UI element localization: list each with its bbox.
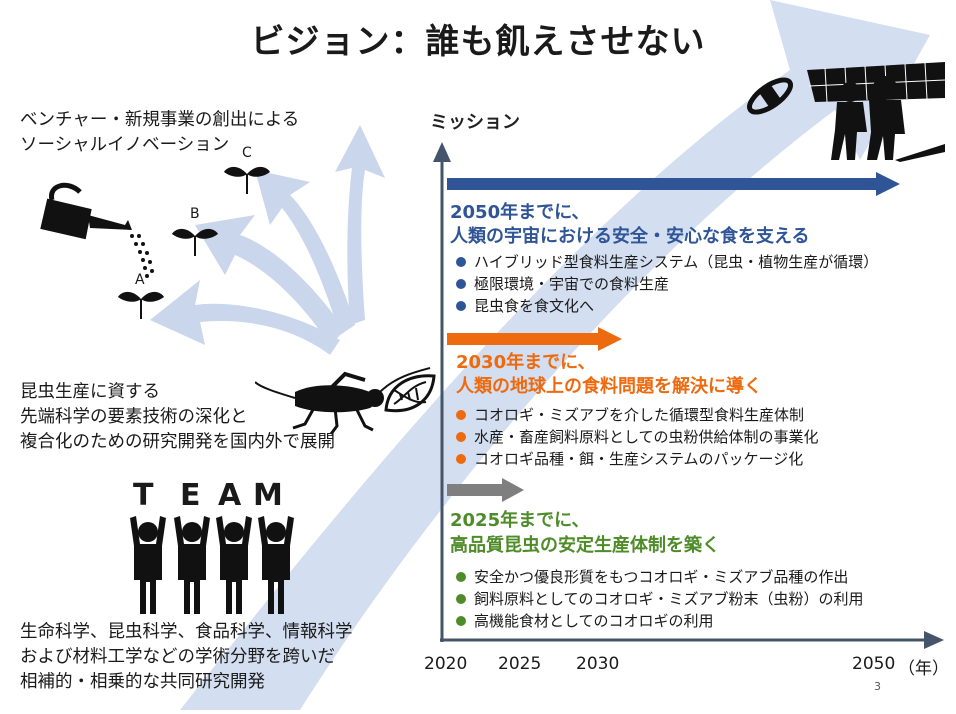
venture-text-line2: ソーシャルイノベーション (20, 135, 230, 155)
big-growth-arrow (180, 0, 930, 710)
block-2025-list: 安全かつ優良形質をもつコオロギ・ミズアブ品種の作出 飼料原料としてのコオロギ・ミ… (456, 566, 864, 632)
arrow-2050-head (876, 172, 900, 196)
team-figures-icon (130, 516, 294, 614)
watering-can-icon (40, 182, 154, 278)
list-item: 高機能食材としてのコオロギの利用 (456, 610, 864, 632)
block-2030-title2: 人類の地球上の食料問題を解決に導く (456, 376, 762, 397)
list-item: ハイブリッド型食料生産システム（昆虫・植物生産が循環） (456, 251, 878, 273)
list-item: 飼料原料としてのコオロギ・ミズアブ粉末（虫粉）の利用 (456, 588, 864, 610)
arrow-2025-head (502, 478, 524, 502)
venture-text-line1: ベンチャー・新規事業の創出による (20, 110, 300, 130)
sprout-label-b: B (190, 206, 200, 222)
dna-leaf-icon (384, 374, 436, 413)
list-item: 水産・畜産飼料原料としての虫粉供給体制の事業化 (456, 426, 819, 448)
team-letter-m: M (253, 478, 283, 513)
block-2030-title1: 2030年までに、 (456, 352, 596, 373)
sprout-icon-c (224, 166, 270, 194)
list-item: 安全かつ優良形質をもつコオロギ・ミズアブ品種の作出 (456, 566, 864, 588)
list-item: コオロギ・ミズアブを介した循環型食料生産体制 (456, 404, 819, 426)
block-2050-title2: 人類の宇宙における安全・安心な食を支える (450, 226, 810, 247)
block-2025-title1: 2025年までに、 (450, 510, 590, 531)
axis-unit-label: （年） (898, 659, 949, 679)
block-2025-title2: 高品質昆虫の安定生産体制を築く (450, 535, 720, 556)
mission-axis-label: ミッション (430, 112, 520, 133)
science-text-line1: 生命科学、昆虫科学、食品科学、情報科学 (20, 622, 353, 642)
arrow-2050-body (447, 178, 879, 190)
research-text-line2: 先端科学の要素技術の深化と (20, 407, 248, 427)
tick-2050: 2050 (852, 654, 896, 674)
y-axis-arrowhead (433, 142, 451, 162)
tick-2020: 2020 (424, 654, 468, 674)
list-item: コオロギ品種・餌・生産システムのパッケージ化 (456, 448, 819, 470)
page-title: ビジョン：誰も飢えさせない (250, 22, 706, 62)
fan-arrow-1 (150, 280, 340, 355)
block-2050-list: ハイブリッド型食料生産システム（昆虫・植物生産が循環） 極限環境・宇宙での食料生… (456, 251, 878, 317)
cricket-icon (255, 367, 431, 435)
fan-arrow-3 (255, 170, 355, 335)
fan-arrow-4 (335, 125, 385, 325)
arrow-2030-head (598, 327, 622, 351)
astronauts-icon (831, 76, 945, 162)
team-letter-e: E (180, 478, 201, 513)
block-2030-list: コオロギ・ミズアブを介した循環型食料生産体制 水産・畜産飼料原料としての虫粉供給… (456, 404, 819, 470)
list-item: 昆虫食を食文化へ (456, 295, 878, 317)
arrow-2030-body (447, 333, 601, 345)
block-2050-title1: 2050年までに、 (450, 202, 590, 223)
arrow-2025-body (447, 484, 505, 496)
science-text-line2: および材料工学などの学術分野を跨いだ (20, 647, 335, 667)
x-axis-arrowhead (924, 631, 944, 649)
fan-arrow-2 (195, 215, 345, 345)
sprout-icon-a (118, 291, 164, 319)
sprout-label-a: A (135, 272, 145, 288)
tick-2030: 2030 (576, 654, 620, 674)
team-letter-a: A (218, 478, 242, 513)
team-letter-t: T (133, 478, 154, 513)
research-text-line3: 複合化のための研究開発を国内外で展開 (20, 432, 335, 452)
sprout-icon-b (172, 228, 218, 256)
tick-2025: 2025 (498, 654, 542, 674)
page-number: 3 (874, 680, 881, 693)
research-text-line1: 昆虫生産に資する (20, 382, 160, 402)
science-text-line3: 相補的・相乗的な共同研究開発 (20, 672, 265, 692)
sprout-label-c: C (242, 145, 252, 161)
list-item: 極限環境・宇宙での食料生産 (456, 273, 878, 295)
